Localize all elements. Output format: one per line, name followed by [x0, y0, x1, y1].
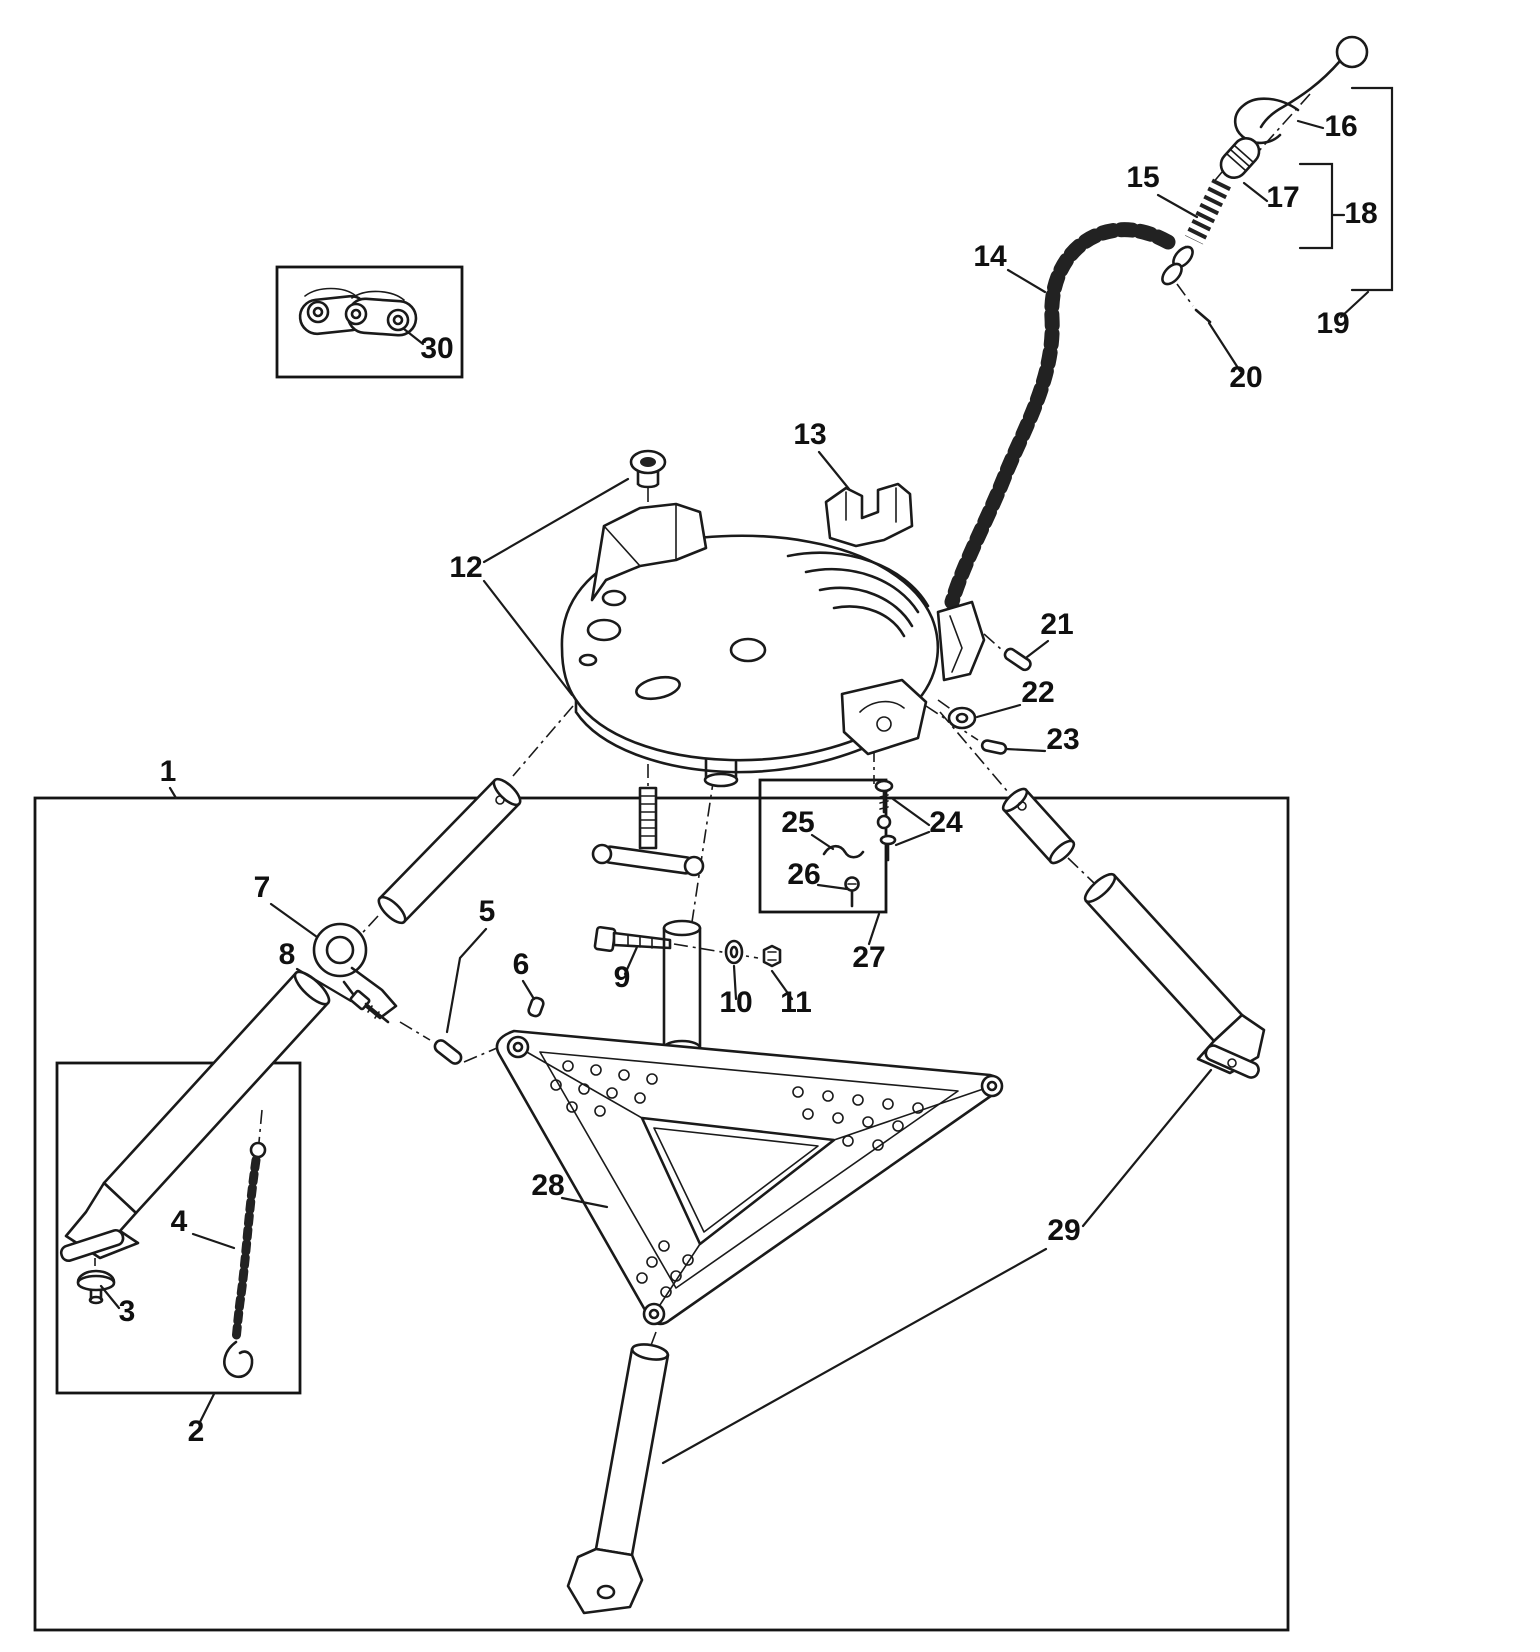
- jaw-ribs: [804, 567, 920, 638]
- callout-29: 29: [1047, 1214, 1080, 1247]
- assembly-box-1: [33, 796, 1290, 1632]
- callout-19: 19: [1316, 307, 1349, 340]
- foot-right: [1196, 1013, 1266, 1079]
- callout-10: 10: [719, 986, 752, 1019]
- foot-bottom: [566, 1547, 644, 1615]
- back-jaw-wall: [590, 502, 708, 602]
- washer-22: [947, 706, 977, 730]
- callouts: 1 2 3 4 5 6 7 8 9 10 11 12 13 14 15 16 1…: [119, 110, 1378, 1448]
- leg-upper-right: [1001, 787, 1076, 865]
- callout-24: 24: [929, 806, 963, 839]
- callout-30: 30: [420, 332, 453, 365]
- callout-25: 25: [781, 806, 814, 839]
- callout-18: 18: [1344, 197, 1377, 230]
- callout-8: 8: [279, 938, 296, 971]
- callout-15: 15: [1126, 161, 1159, 194]
- tray-corner-holes: [506, 1035, 1004, 1326]
- nut-11: [762, 944, 782, 968]
- chain-link-30: [298, 287, 418, 337]
- frames: [33, 86, 1394, 1632]
- stud-and-nut: [629, 449, 667, 489]
- hook: [1233, 97, 1300, 145]
- callout-14: 14: [973, 240, 1007, 273]
- callout-23: 23: [1046, 723, 1079, 756]
- chain: [944, 222, 1176, 610]
- screws-24: [874, 779, 897, 862]
- tray-28: [495, 1029, 1004, 1326]
- callout-12: 12: [449, 551, 482, 584]
- callout-26: 26: [787, 858, 820, 891]
- leader-lines: [99, 119, 1370, 1465]
- callout-7: 7: [254, 871, 271, 904]
- pin-21: [1003, 647, 1032, 672]
- callout-11: 11: [780, 986, 812, 1019]
- callout-27: 27: [852, 941, 885, 974]
- pin-5: [433, 1039, 463, 1065]
- vise-base-plate: [560, 502, 939, 788]
- bolt-8: [349, 989, 390, 1024]
- bracket-19: [1350, 86, 1394, 292]
- callout-5: 5: [479, 895, 496, 928]
- tension-screw: [1185, 178, 1231, 245]
- link-end-2: [1161, 262, 1183, 286]
- callout-28: 28: [531, 1169, 564, 1202]
- jaw-insert-13: [824, 482, 914, 548]
- callout-1: 1: [160, 755, 177, 788]
- callout-6: 6: [513, 948, 530, 981]
- callout-2: 2: [188, 1415, 205, 1448]
- callout-16: 16: [1324, 110, 1357, 143]
- screw-26: [844, 876, 860, 908]
- assembly-box-30: [275, 265, 464, 379]
- leg-upper-left: [377, 777, 522, 925]
- callout-4: 4: [171, 1205, 188, 1238]
- callout-21: 21: [1040, 608, 1073, 641]
- pin-20: [1194, 308, 1212, 324]
- leg-lower-right: [1083, 872, 1244, 1043]
- assembly-box-2: [55, 1061, 302, 1395]
- handle-knob: [1335, 35, 1369, 69]
- leg-bottom: [594, 1343, 670, 1557]
- callout-3: 3: [119, 1295, 136, 1328]
- adjuster-nut-ribs: [1226, 145, 1254, 171]
- callout-22: 22: [1021, 676, 1054, 709]
- chain-jaw-bracket: [936, 600, 986, 682]
- bracket-18: [1298, 162, 1346, 250]
- handle-lever: [1259, 59, 1342, 129]
- hanging-chain-4: [223, 1141, 267, 1379]
- callout-17: 17: [1266, 181, 1299, 214]
- foot-left: [59, 1181, 140, 1262]
- t-screw: [591, 786, 705, 877]
- callout-9: 9: [614, 961, 631, 994]
- pin-6: [527, 996, 545, 1018]
- leg-cap-3: [76, 1269, 116, 1305]
- jaw-hump: [786, 551, 930, 608]
- tray-drain-holes: [550, 1060, 924, 1298]
- pin-23: [980, 739, 1008, 755]
- bolt-9: [593, 925, 672, 953]
- callout-13: 13: [793, 418, 826, 451]
- washer-10: [724, 939, 744, 965]
- callout-20: 20: [1229, 361, 1262, 394]
- assembly-box-27: [758, 778, 888, 914]
- tension-handle-assembly: [1161, 35, 1369, 324]
- s-hook: [223, 1340, 254, 1379]
